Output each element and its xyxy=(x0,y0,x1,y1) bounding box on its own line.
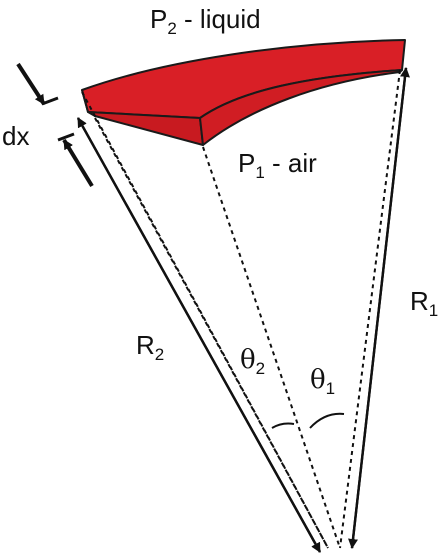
dashed-line-left-outer xyxy=(81,91,329,549)
label-r2: R2 xyxy=(136,330,164,364)
theta1-arc xyxy=(309,412,345,429)
dx-marker xyxy=(16,62,94,188)
label-p1-air: P1 - air xyxy=(238,148,317,182)
dashed-line-left-inner xyxy=(94,117,329,549)
r1-arrow xyxy=(348,67,410,549)
label-theta2: θ2 xyxy=(240,345,265,378)
dx-arrow-lower xyxy=(62,138,94,188)
dashed-radii xyxy=(81,69,401,549)
dx-arrow-upper xyxy=(16,62,46,106)
dashed-line-center xyxy=(202,146,341,549)
label-dx: dx xyxy=(2,121,29,151)
dashed-line-right xyxy=(339,69,401,549)
r2-arrow xyxy=(76,117,322,553)
shell-front-face xyxy=(87,111,204,146)
shell-element xyxy=(81,39,406,146)
theta2-arc xyxy=(271,422,295,429)
label-r1: R1 xyxy=(410,286,438,320)
label-p2-liquid: P2 - liquid xyxy=(150,4,261,38)
dx-tick-lower xyxy=(57,132,75,142)
angle-arcs xyxy=(271,412,345,429)
label-theta1: θ1 xyxy=(310,365,335,398)
dx-tick-upper xyxy=(41,96,59,106)
